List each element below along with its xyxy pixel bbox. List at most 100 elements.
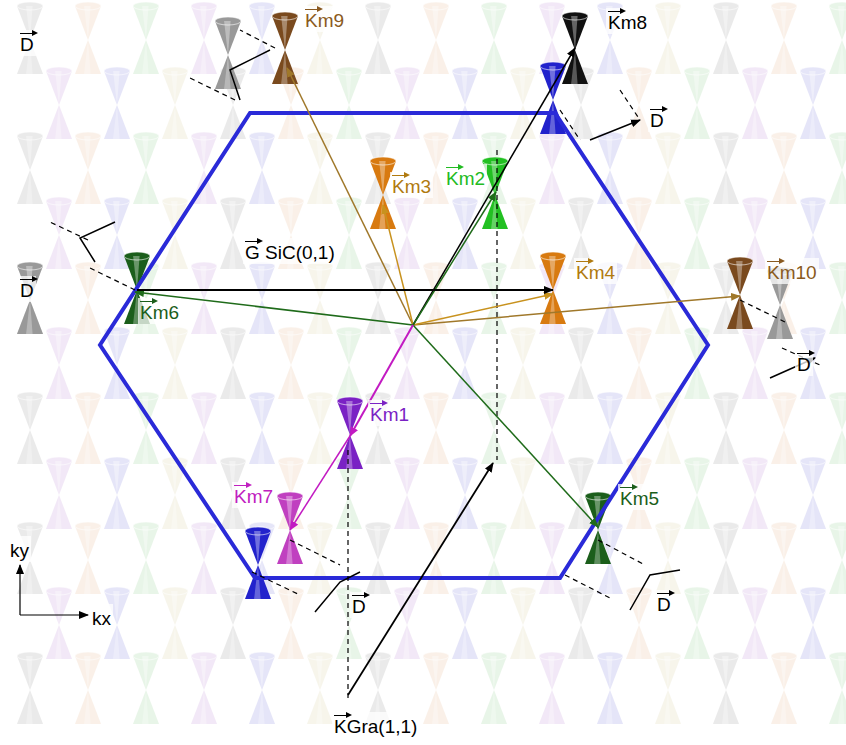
- dirac-cone: [191, 2, 217, 74]
- vector-label: D: [655, 590, 673, 616]
- dirac-cone: [215, 17, 241, 89]
- dirac-cone: [17, 2, 43, 74]
- dirac-cone: [684, 67, 710, 139]
- dirac-cone: [133, 522, 159, 594]
- dirac-cone: [191, 652, 217, 724]
- dirac-cone: [133, 2, 159, 74]
- dirac-cone: [307, 132, 333, 204]
- dirac-cone: [162, 457, 188, 529]
- wavevector-label: Km3: [390, 172, 433, 198]
- dirac-cone: [481, 652, 507, 724]
- dirac-cone: [104, 67, 130, 139]
- vector-label: D: [350, 592, 368, 618]
- dirac-cone: [162, 197, 188, 269]
- dirac-cone: [539, 2, 565, 74]
- wavevector-label: Km4: [574, 258, 617, 284]
- dirac-cone: [423, 652, 449, 724]
- dirac-cone: [75, 392, 101, 464]
- dirac-cone: [452, 327, 478, 399]
- dirac-cone: [829, 392, 846, 464]
- dirac-cone: [394, 197, 420, 269]
- dirac-cone: [220, 327, 246, 399]
- dirac-cone: [626, 197, 652, 269]
- dirac-cone: [423, 392, 449, 464]
- dirac-cone: [800, 587, 826, 659]
- dirac-cone: [481, 262, 507, 334]
- dirac-cone: [191, 522, 217, 594]
- dirac-cone: [336, 327, 362, 399]
- dirac-cone: [771, 392, 797, 464]
- dirac-cone: [800, 457, 826, 529]
- dirac-cone: [337, 397, 363, 469]
- dirac-cone: [539, 132, 565, 204]
- dirac-cone: [162, 327, 188, 399]
- dirac-cone: [742, 457, 768, 529]
- dirac-cone: [249, 262, 275, 334]
- dirac-cone: [220, 587, 246, 659]
- dirac-cone: [46, 587, 72, 659]
- wavevector-label: KGra(1,1): [332, 712, 419, 738]
- vector-label: D: [795, 350, 813, 376]
- dirac-cone: [17, 132, 43, 204]
- dirac-cone: [539, 522, 565, 594]
- wavevector-label: Km8: [606, 8, 649, 34]
- dirac-cone: [568, 587, 594, 659]
- dirac-cone: [336, 67, 362, 139]
- dirac-cone: [394, 457, 420, 529]
- reciprocal-vector-label: G SiC(0,1): [243, 238, 337, 264]
- vector-label: D: [18, 30, 36, 56]
- dirac-cone: [539, 652, 565, 724]
- dirac-cone: [133, 132, 159, 204]
- dirac-cone: [46, 197, 72, 269]
- dirac-cone: [75, 652, 101, 724]
- dirac-cone: [75, 2, 101, 74]
- dirac-cone: [46, 327, 72, 399]
- dirac-cone: [75, 262, 101, 334]
- dirac-cone: [510, 587, 536, 659]
- dirac-cone: [771, 652, 797, 724]
- dirac-cone: [510, 67, 536, 139]
- dirac-cone: [191, 262, 217, 334]
- dirac-cone: [713, 652, 739, 724]
- dirac-cone: [510, 457, 536, 529]
- wavevector-label: Km7: [232, 482, 275, 508]
- dirac-cone: [307, 652, 333, 724]
- wavevector-label: Km6: [138, 298, 181, 324]
- dirac-cone: [771, 522, 797, 594]
- vector-label: D: [18, 276, 36, 302]
- dirac-cone: [75, 522, 101, 594]
- dirac-cone: [626, 327, 652, 399]
- dirac-cone: [742, 327, 768, 399]
- wavevector-label: Km9: [303, 6, 346, 32]
- dirac-cone: [829, 262, 846, 334]
- dirac-cone: [829, 2, 846, 74]
- wavevector-label: Km5: [618, 484, 661, 510]
- dirac-cone: [277, 492, 303, 564]
- dirac-cone: [539, 392, 565, 464]
- dirac-cone: [510, 327, 536, 399]
- dirac-cone: [17, 262, 43, 334]
- dirac-cone: [365, 2, 391, 74]
- dirac-cone: [17, 652, 43, 724]
- dirac-cone: [655, 392, 681, 464]
- dirac-cone: [829, 652, 846, 724]
- dirac-cone: [655, 132, 681, 204]
- wavevector-label: Km10: [765, 258, 819, 284]
- dirac-cone: [771, 2, 797, 74]
- dirac-cone: [17, 262, 43, 334]
- dirac-cone: [713, 392, 739, 464]
- dirac-cone: [46, 67, 72, 139]
- dirac-cone: [365, 522, 391, 594]
- dirac-cone: [771, 132, 797, 204]
- dirac-cone: [568, 327, 594, 399]
- dirac-cone: [75, 132, 101, 204]
- wavevector-label: Km1: [368, 400, 411, 426]
- dirac-cone: [597, 392, 623, 464]
- dirac-cone: [713, 132, 739, 204]
- dirac-cone: [104, 457, 130, 529]
- dirac-cone: [394, 327, 420, 399]
- vector-label: D: [648, 106, 666, 132]
- dirac-cone: [307, 522, 333, 594]
